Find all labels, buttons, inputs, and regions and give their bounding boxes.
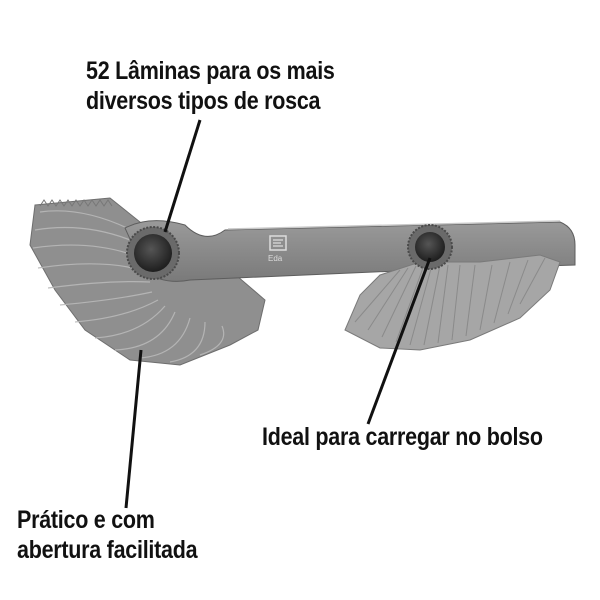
callout-text-opening: Prático e com abertura facilitada bbox=[17, 505, 198, 565]
callout-blades-line-2: diversos tipos de rosca bbox=[86, 87, 321, 115]
callout-text-pocket: Ideal para carregar no bolso bbox=[262, 422, 543, 452]
eda-brand-logo: Eda bbox=[268, 235, 287, 263]
callout-line-pocket bbox=[366, 257, 432, 425]
callout-text-blades: 52 Lâminas para os mais diversos tipos d… bbox=[86, 56, 335, 116]
callout-line-blades bbox=[163, 119, 202, 233]
callout-blades-line-1: 52 Lâminas para os mais bbox=[86, 57, 335, 85]
callout-opening-line-2: abertura facilitada bbox=[17, 536, 198, 564]
right-blade-fan bbox=[344, 254, 561, 351]
left-pivot-rivet bbox=[126, 226, 180, 280]
callout-line-opening bbox=[124, 349, 143, 509]
callout-pocket-line-1: Ideal para carregar no bolso bbox=[262, 423, 543, 451]
right-pivot-rivet bbox=[407, 224, 453, 270]
svg-text:Eda: Eda bbox=[268, 254, 283, 263]
callout-opening-line-1: Prático e com bbox=[17, 506, 155, 534]
